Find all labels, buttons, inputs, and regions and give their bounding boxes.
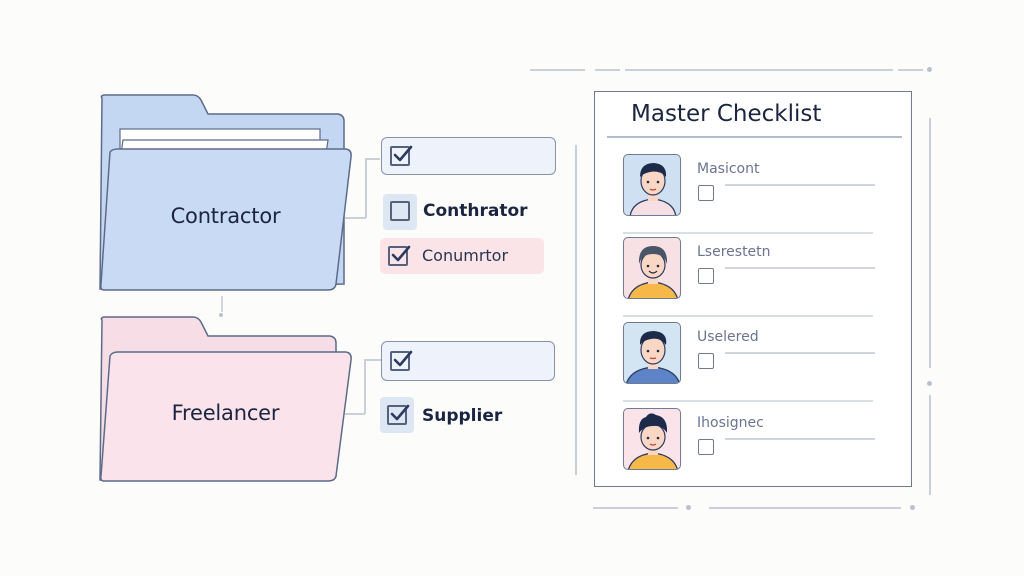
checkbox-highlight — [380, 397, 414, 433]
entry-separator — [623, 315, 873, 317]
checkbox-empty-icon[interactable] — [698, 439, 714, 455]
frame-bottom-line-a — [593, 507, 678, 509]
contractor-folder[interactable]: Contractor — [98, 94, 353, 292]
contractor-branch-bottom — [345, 217, 366, 219]
folder-label: Freelancer — [171, 401, 280, 425]
checklist-entry[interactable]: Lserestetn — [595, 237, 913, 323]
entry-name: Uselered — [697, 329, 759, 345]
checkbox-empty-icon[interactable] — [698, 268, 714, 284]
entry-underline — [725, 438, 875, 440]
entry-name: Lserestetn — [697, 244, 771, 260]
frame-dot — [686, 505, 691, 510]
contractor-option-row-pink[interactable]: Conumrtor — [380, 238, 544, 274]
folder-connector — [221, 296, 223, 312]
frame-right-line-a — [929, 118, 931, 368]
checkbox-checked-icon[interactable] — [390, 145, 413, 166]
master-checklist-panel: Master Checklist Masicont — [594, 91, 912, 487]
folder-icon — [99, 94, 352, 291]
checkbox-checked-icon[interactable] — [390, 350, 413, 371]
entry-underline — [725, 267, 875, 269]
checkbox-highlight — [383, 194, 417, 230]
freelancer-option-label: Supplier — [422, 406, 503, 426]
contractor-branch-top — [365, 158, 380, 160]
entry-underline — [725, 352, 875, 354]
frame-dot — [927, 67, 932, 72]
checkbox-empty-icon[interactable] — [698, 185, 714, 201]
freelancer-branch-line — [364, 359, 366, 414]
frame-top-line-c — [625, 69, 893, 71]
checklist-entry[interactable]: Uselered — [595, 322, 913, 408]
frame-top-line-b — [595, 69, 620, 71]
freelancer-folder[interactable]: Freelancer — [98, 316, 353, 484]
frame-right-line-b — [929, 395, 931, 495]
frame-bottom-line-b — [709, 507, 901, 509]
user-avatar-icon — [623, 154, 681, 216]
entry-separator — [623, 400, 873, 402]
checkbox-checked-icon[interactable] — [388, 245, 411, 266]
folder-icon — [99, 316, 352, 482]
frame-dot — [910, 505, 915, 510]
title-divider — [607, 136, 902, 138]
frame-top-line-a — [530, 69, 585, 71]
freelancer-branch-bottom — [345, 413, 365, 415]
connector-dot — [219, 313, 223, 317]
entry-name: Masicont — [697, 161, 760, 177]
frame-dot — [927, 381, 932, 386]
checklist-entry[interactable]: Ihosignec — [595, 408, 913, 494]
contractor-option-label: Conthrator — [423, 201, 528, 221]
freelancer-field-row[interactable] — [381, 341, 555, 381]
contractor-branch-line — [365, 158, 367, 218]
panel-title: Master Checklist — [631, 101, 822, 127]
user-avatar-icon — [623, 408, 681, 470]
entry-underline — [725, 184, 875, 186]
checkbox-empty-icon[interactable] — [390, 201, 410, 221]
checkbox-checked-icon[interactable] — [387, 404, 410, 425]
frame-top-line-d — [898, 69, 923, 71]
freelancer-branch-top — [364, 359, 382, 361]
contractor-option-label: Conumrtor — [422, 246, 509, 265]
entry-name: Ihosignec — [697, 415, 764, 431]
checkbox-empty-icon[interactable] — [698, 353, 714, 369]
folder-label: Contractor — [170, 204, 281, 228]
entry-separator — [623, 232, 873, 234]
contractor-field-row[interactable] — [381, 137, 556, 175]
user-avatar-icon — [623, 322, 681, 384]
user-avatar-icon — [623, 237, 681, 299]
checklist-entry[interactable]: Masicont — [595, 154, 913, 240]
frame-left-line — [575, 145, 577, 475]
